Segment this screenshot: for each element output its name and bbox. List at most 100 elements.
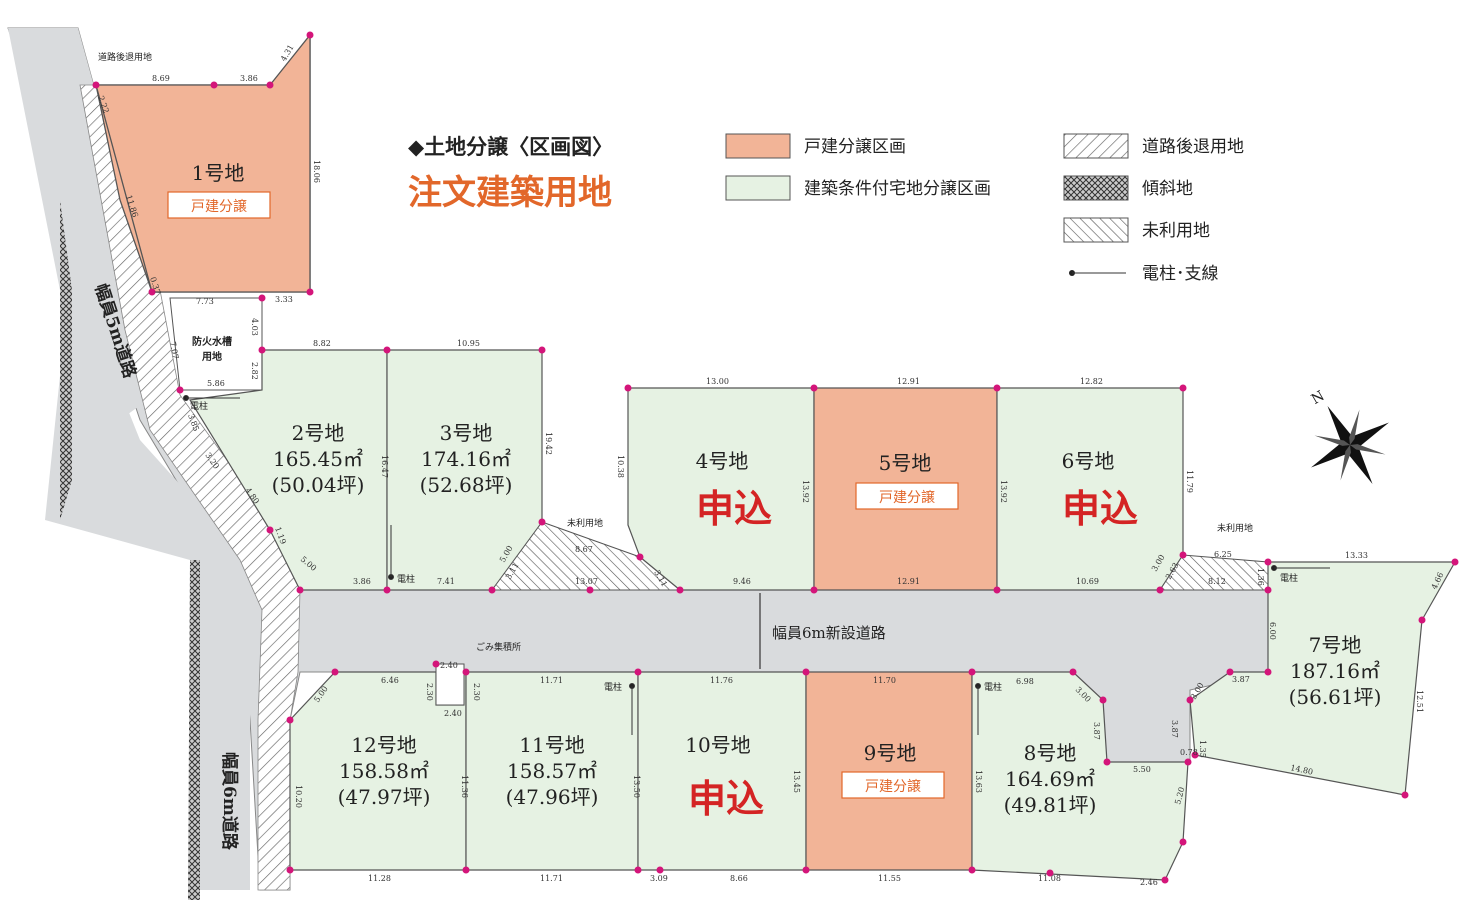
- pole-label-1: 電柱: [190, 400, 208, 412]
- dim-label: 1.35: [1198, 740, 1207, 758]
- dim-label: 5.50: [1133, 765, 1151, 774]
- lot-3-name: 3号地: [440, 421, 493, 445]
- dim-label: 10.95: [457, 339, 480, 348]
- lot-10[interactable]: [637, 671, 807, 871]
- dim-label: 11.55: [878, 874, 901, 883]
- lot-12-area: 158.58㎡: [339, 759, 429, 783]
- dim-label: 13.07: [575, 577, 598, 586]
- lot-3-area: 174.16㎡: [421, 447, 511, 471]
- pole-arrows: [183, 395, 1330, 735]
- lot-11-name: 11号地: [519, 733, 584, 757]
- dim-label: 11.71: [540, 874, 563, 883]
- lot-9[interactable]: [805, 671, 973, 871]
- dim-label: 13.50: [632, 775, 641, 798]
- lot-9-badge: 戸建分譲: [865, 779, 921, 795]
- dim-label: 11.71: [540, 676, 563, 685]
- dim-label: 2.46: [1140, 878, 1158, 887]
- slope-area-2: [188, 560, 200, 900]
- dim-label: 2.40: [444, 709, 462, 718]
- lot-1-name: 1号地: [192, 161, 245, 185]
- pole-label-3: 電柱: [604, 681, 622, 693]
- setback-label: 道路後退用地: [98, 51, 152, 63]
- dim-label: 13.63: [974, 770, 983, 793]
- lot-8-tsubo: (49.81坪): [1004, 793, 1097, 817]
- legend-setback-label: 道路後退用地: [1142, 137, 1244, 157]
- lot-9-badge-box: [841, 771, 945, 799]
- compass-icon: [1311, 406, 1389, 484]
- dim-label: 6.46: [381, 676, 399, 685]
- dim-label: 18.06: [312, 160, 321, 183]
- slope-area: [60, 200, 72, 520]
- dim-label: 13.45: [792, 770, 801, 793]
- lot-3-tsubo: (52.68坪): [420, 473, 513, 497]
- dim-label: 12.51: [1415, 690, 1424, 713]
- pole-label-5: 電柱: [1280, 572, 1298, 584]
- lot-10-name: 10号地: [685, 733, 750, 757]
- unused-label-2: 未利用地: [1217, 522, 1253, 534]
- lot-2-name: 2号地: [292, 421, 345, 445]
- dim-label: 7.07: [168, 341, 180, 360]
- garbage-label: ごみ集積所: [476, 641, 521, 653]
- legend-unused-label: 未利用地: [1142, 221, 1210, 241]
- lot-7-area: 187.16㎡: [1290, 659, 1380, 683]
- dim-label: 11.79: [1185, 470, 1194, 493]
- dim-label: 9.46: [733, 577, 751, 586]
- dim-label: 13.33: [1345, 551, 1368, 560]
- dim-label: 7.73: [196, 297, 214, 306]
- lot-11-area: 158.57㎡: [507, 759, 597, 783]
- unused-label-1: 未利用地: [567, 517, 603, 529]
- dim-label: 5.20: [1173, 786, 1186, 806]
- lot-6-status: 申込: [1062, 487, 1138, 531]
- page-title: ◆土地分譲〈区画図〉: [408, 134, 613, 159]
- compass-north-label: N: [1309, 388, 1328, 408]
- dim-label: 6.00: [1268, 622, 1277, 640]
- dim-label: 10.69: [1076, 577, 1099, 586]
- lot-8-name: 8号地: [1024, 741, 1077, 765]
- dim-label: 6.98: [1016, 677, 1034, 686]
- dim-label: 4.03: [250, 318, 259, 336]
- dim-label: 3.87: [1170, 720, 1179, 738]
- lot-4-name: 4号地: [696, 449, 749, 473]
- dim-label: 11.70: [873, 676, 896, 685]
- dim-label: 8.66: [730, 874, 748, 883]
- dim-label: 11.36: [460, 775, 469, 798]
- dim-label: 10.38: [616, 455, 625, 478]
- pole-label-2: 電柱: [397, 573, 415, 585]
- dim-label: 12.82: [1080, 377, 1103, 386]
- dim-label: 8.12: [1208, 577, 1226, 586]
- road-6m-label: 幅員6m道路: [219, 752, 240, 851]
- lot-5-badge-box: [855, 482, 959, 510]
- lot-12-tsubo: (47.97坪): [338, 785, 431, 809]
- dim-label: 8.82: [313, 339, 331, 348]
- dim-label: 3.87: [1092, 722, 1101, 740]
- dim-label: 2.30: [472, 683, 481, 701]
- dim-label: 0.78: [1180, 748, 1198, 757]
- dim-label: 2.40: [440, 661, 458, 670]
- lot-6-name: 6号地: [1062, 449, 1115, 473]
- legend-slope-label: 傾斜地: [1142, 179, 1193, 199]
- dim-label: 5.86: [207, 379, 225, 388]
- dim-label: 6.25: [1214, 550, 1232, 559]
- dim-label: 3.86: [240, 74, 258, 83]
- dim-label: 3.33: [275, 295, 293, 304]
- dim-label: 3.86: [353, 577, 371, 586]
- lot-1-top: [95, 33, 311, 293]
- fire-tank-label-2: 用地: [201, 350, 222, 363]
- vertex-markers: [92, 31, 1459, 884]
- dim-label: 8.67: [575, 545, 593, 554]
- dim-label: 11.08: [1038, 874, 1061, 883]
- lot-5-badge: 戸建分譲: [879, 490, 935, 506]
- lot-2-area: 165.45㎡: [273, 447, 363, 471]
- page-subtitle: 注文建築用地: [408, 173, 612, 213]
- lot-11-tsubo: (47.96坪): [506, 785, 599, 809]
- dim-label: 7.41: [437, 577, 455, 586]
- lot-12-name: 12号地: [351, 733, 416, 757]
- dim-label: 1.36: [1256, 568, 1265, 586]
- legend-conditional-swatch: [725, 175, 791, 201]
- lot-1-badge: 戸建分譲: [191, 199, 247, 215]
- legend-setback-swatch: [1063, 133, 1129, 159]
- lot-5-name: 5号地: [879, 451, 932, 475]
- pole-label-4: 電柱: [984, 681, 1002, 693]
- dim-label: 13.92: [801, 480, 810, 503]
